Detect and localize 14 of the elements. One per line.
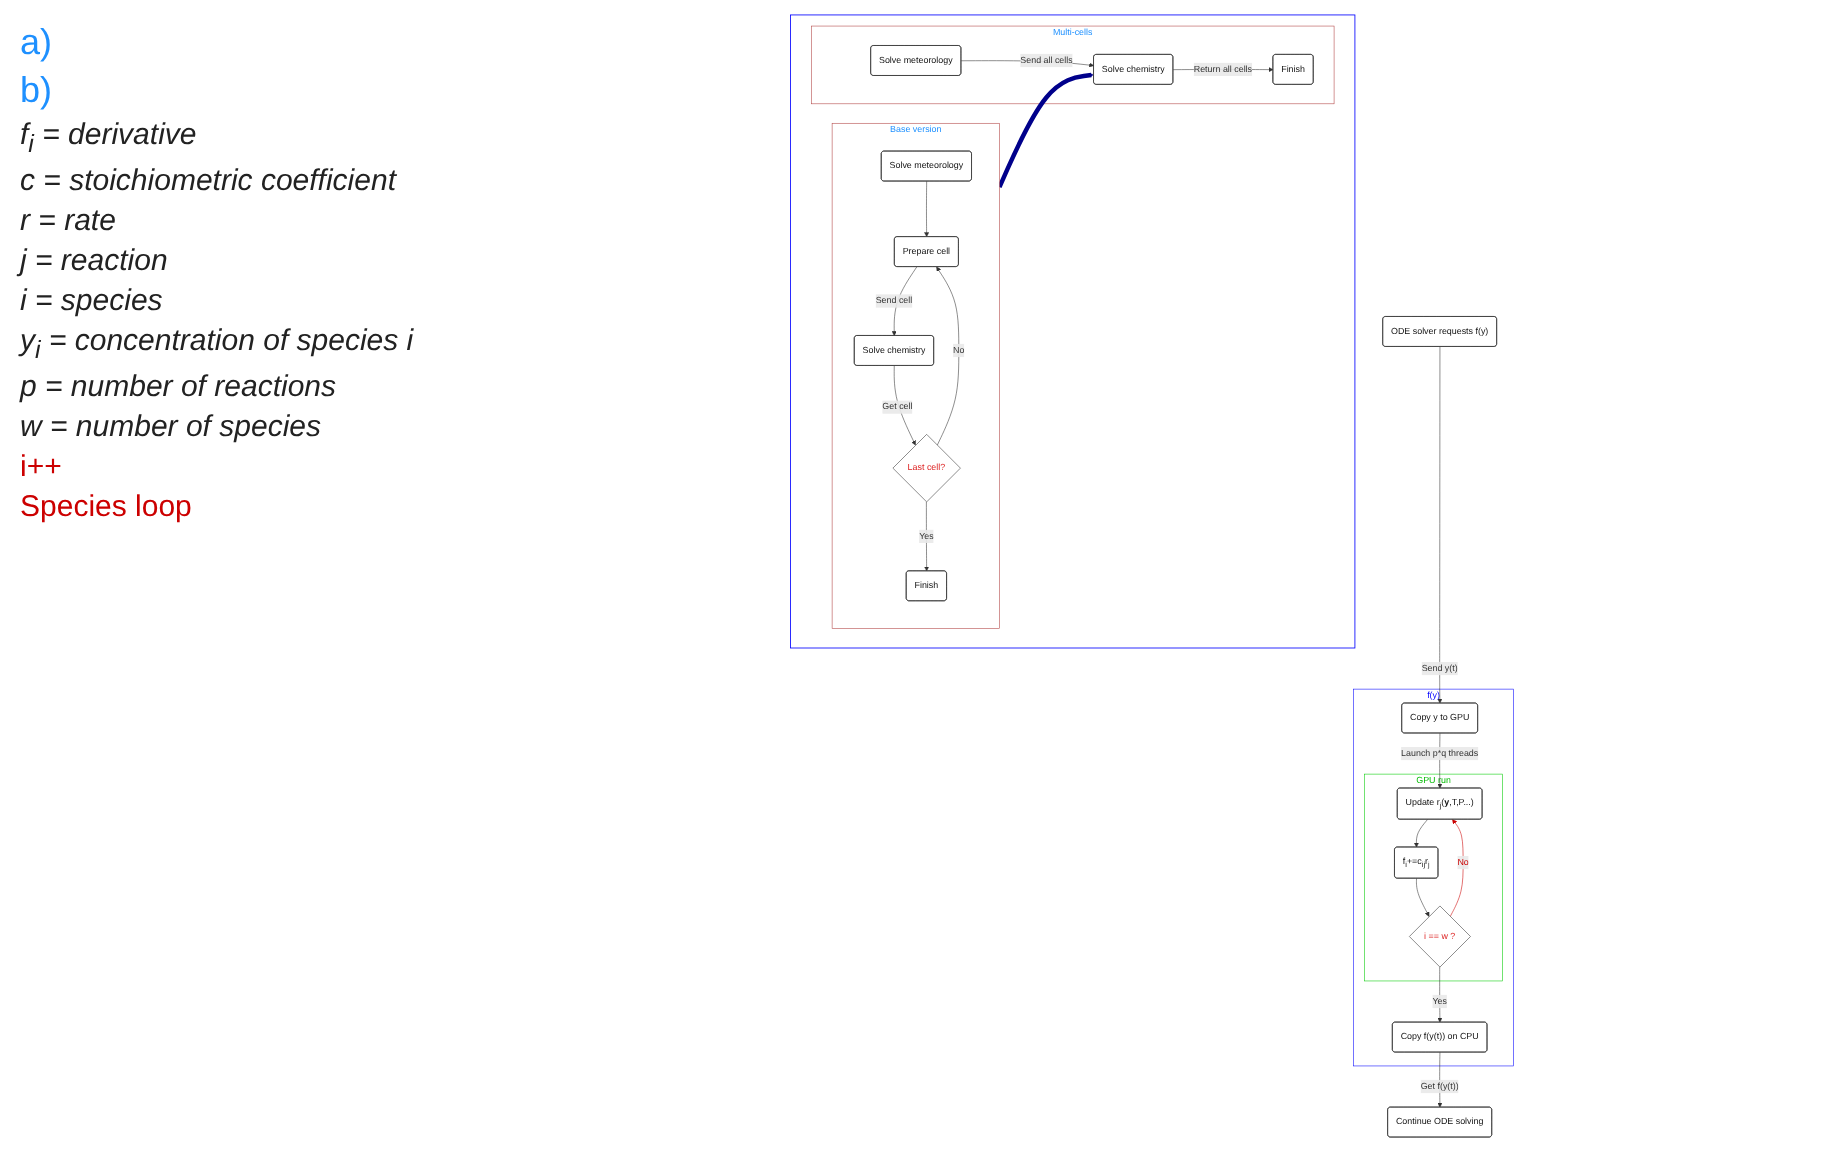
panel-label: a)	[20, 22, 55, 64]
loop-note: Species loop	[20, 490, 194, 524]
variable-definition: i = species	[20, 284, 165, 318]
variable-definition: c = stoichiometric coefficient	[20, 164, 399, 198]
loop-note: i++	[20, 450, 64, 484]
cluster	[790, 14, 1356, 649]
variable-definition: f$_{i}$ = derivative	[20, 118, 199, 158]
variable-definition: w = number of species	[20, 410, 323, 444]
arrow	[997, 72, 1094, 188]
variable-definition: p = number of reactions	[20, 370, 339, 404]
variable-definition: y$_{i}$ = concentration of species i	[20, 324, 416, 364]
variable-definition: j = reaction	[20, 244, 170, 278]
variable-definition: r = rate	[20, 204, 118, 238]
panel-label: b)	[20, 70, 55, 112]
